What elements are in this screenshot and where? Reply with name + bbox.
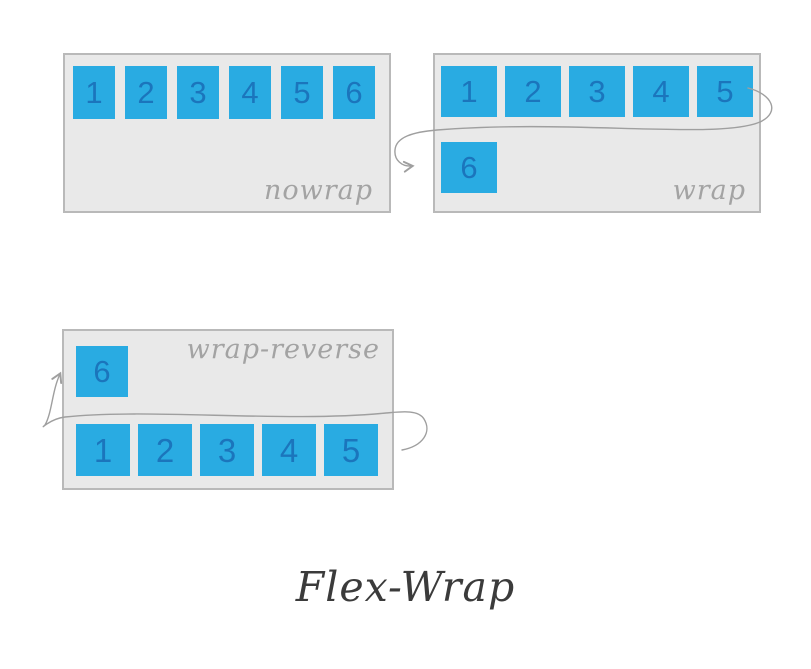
flex-item: 5 — [324, 424, 378, 476]
flex-item: 4 — [262, 424, 316, 476]
flex-item: 6 — [76, 346, 128, 397]
nowrap-label: nowrap — [263, 175, 373, 206]
wrap-item-row-2: 6 — [441, 142, 497, 193]
flex-item: 2 — [505, 66, 561, 117]
flex-item: 4 — [633, 66, 689, 117]
flex-item: 4 — [229, 66, 271, 119]
wrap-reverse-label: wrap-reverse — [186, 334, 380, 365]
wrap-reverse-item-row-1: 6 — [76, 346, 128, 397]
wrap-reverse-item-row-2: 1 2 3 4 5 — [76, 424, 378, 476]
flex-item: 5 — [697, 66, 753, 117]
flex-item: 3 — [569, 66, 625, 117]
wrap-reverse-panel: 6 1 2 3 4 5 wrap-reverse — [62, 329, 394, 490]
flex-item: 6 — [441, 142, 497, 193]
flex-item: 5 — [281, 66, 323, 119]
flex-item: 6 — [333, 66, 375, 119]
flex-item: 2 — [125, 66, 167, 119]
nowrap-panel: 1 2 3 4 5 6 nowrap — [63, 53, 391, 213]
flex-item: 3 — [177, 66, 219, 119]
flex-item: 1 — [73, 66, 115, 119]
flex-item: 1 — [441, 66, 497, 117]
wrap-panel: 1 2 3 4 5 6 wrap — [433, 53, 761, 213]
flex-item: 2 — [138, 424, 192, 476]
nowrap-item-row: 1 2 3 4 5 6 — [73, 66, 375, 119]
wrap-item-row-1: 1 2 3 4 5 — [441, 66, 753, 117]
wrap-label: wrap — [672, 175, 746, 206]
diagram-title: Flex-Wrap — [295, 563, 516, 611]
flex-item: 1 — [76, 424, 130, 476]
flex-item: 3 — [200, 424, 254, 476]
